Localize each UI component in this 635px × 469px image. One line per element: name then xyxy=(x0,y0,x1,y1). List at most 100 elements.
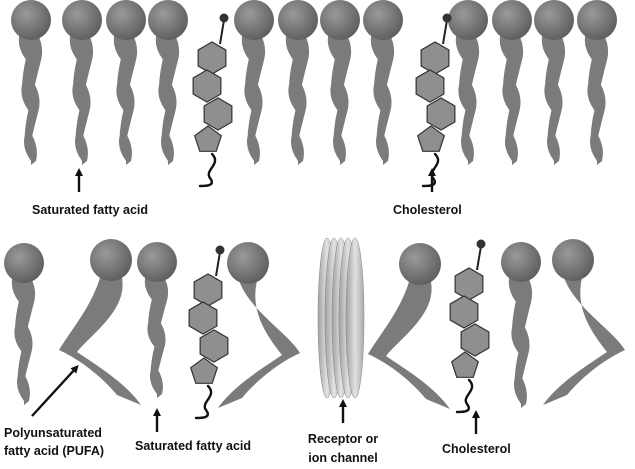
channel-helix xyxy=(345,237,365,399)
label-bottom-saturated-fatty-acid: Saturated fatty acid xyxy=(135,439,252,453)
lipid-tail xyxy=(218,277,300,408)
saturated-lipid xyxy=(4,243,44,405)
lipid-head xyxy=(320,0,360,40)
steroid-ring xyxy=(460,323,490,357)
lipid-tail xyxy=(455,34,480,165)
saturated-lipid xyxy=(363,0,403,165)
label-pufa-line1: Polyunsaturated xyxy=(4,426,102,440)
steroid-ring xyxy=(454,267,484,301)
molecule-layer xyxy=(4,0,625,420)
lipid-head xyxy=(399,243,441,285)
saturated-lipid xyxy=(62,0,102,165)
arrow-layer xyxy=(31,168,480,434)
steroid-ring xyxy=(197,41,227,75)
lipid-tail xyxy=(327,34,352,165)
lipid-tail xyxy=(113,34,138,165)
steroid-ring xyxy=(188,301,218,335)
saturated-lipid xyxy=(278,0,318,165)
hydroxyl-stalk xyxy=(476,245,482,271)
label-receptor-line1: Receptor or xyxy=(307,432,379,446)
pentane-ring xyxy=(193,125,223,152)
hydroxyl-stalk xyxy=(442,19,448,45)
lipid-tail xyxy=(368,278,450,409)
lipid-tail xyxy=(18,34,43,165)
label-pufa-line2: fatty acid (PUFA) xyxy=(4,444,105,458)
lipid-head xyxy=(552,239,594,281)
lipid-tail xyxy=(155,34,180,165)
saturated-lipid xyxy=(577,0,617,165)
lipid-tail xyxy=(59,274,141,405)
cholesterol-molecule xyxy=(449,239,490,414)
lipid-head xyxy=(106,0,146,40)
lipid-head xyxy=(62,0,102,40)
cholesterol-molecule xyxy=(415,13,456,188)
saturated-lipid xyxy=(501,242,541,408)
lipid-tail xyxy=(69,34,94,165)
hydrocarbon-tail xyxy=(198,152,217,188)
lipid-head xyxy=(4,243,44,283)
lipid-tail xyxy=(543,274,625,405)
label-top-saturated-fatty-acid: Saturated fatty acid xyxy=(32,203,149,217)
lipid-tail xyxy=(11,277,36,405)
hydrocarbon-tail xyxy=(421,152,440,188)
lipid-head xyxy=(577,0,617,40)
saturated-lipid xyxy=(320,0,360,165)
lipid-head xyxy=(492,0,532,40)
lipid-head xyxy=(448,0,488,40)
steroid-ring xyxy=(193,273,223,307)
label-receptor-line2: ion channel xyxy=(308,451,378,465)
receptor-ion-channel xyxy=(317,237,365,399)
hydroxyl-group xyxy=(442,13,452,23)
lipid-head xyxy=(137,242,177,282)
hydroxyl-group xyxy=(476,239,486,249)
lipid-head xyxy=(227,242,269,284)
steroid-ring xyxy=(203,97,233,131)
hydroxyl-stalk xyxy=(219,19,225,45)
saturated-lipid xyxy=(148,0,188,165)
steroid-ring xyxy=(420,41,450,75)
steroid-ring xyxy=(415,69,445,103)
hydroxyl-group xyxy=(215,245,225,255)
saturated-lipid xyxy=(137,242,177,398)
pufa-lipid xyxy=(59,239,141,405)
lipid-tail xyxy=(499,34,524,165)
steroid-ring xyxy=(192,69,222,103)
pentane-ring xyxy=(450,351,480,378)
hydrocarbon-tail xyxy=(194,384,213,420)
saturated-lipid xyxy=(448,0,488,165)
lipid-head xyxy=(90,239,132,281)
pufa-lipid xyxy=(543,239,625,405)
saturated-lipid xyxy=(492,0,532,165)
lipid-tail xyxy=(144,276,169,398)
cholesterol-molecule xyxy=(188,245,229,420)
lipid-head xyxy=(534,0,574,40)
lipid-tail xyxy=(508,276,533,408)
label-top-cholesterol: Cholesterol xyxy=(393,203,462,217)
arrow-pufa xyxy=(31,365,79,417)
saturated-lipid xyxy=(534,0,574,165)
steroid-ring xyxy=(449,295,479,329)
lipid-tail xyxy=(241,34,266,165)
saturated-lipid xyxy=(234,0,274,165)
saturated-lipid xyxy=(11,0,51,165)
lipid-tail xyxy=(541,34,566,165)
pentane-ring xyxy=(416,125,446,152)
lipid-tail xyxy=(370,34,395,165)
hydrocarbon-tail xyxy=(455,378,474,414)
saturated-lipid xyxy=(106,0,146,165)
lipid-head xyxy=(363,0,403,40)
steroid-ring xyxy=(199,329,229,363)
steroid-ring xyxy=(426,97,456,131)
label-bottom-cholesterol: Cholesterol xyxy=(442,442,511,456)
hydroxyl-stalk xyxy=(215,251,221,277)
cholesterol-molecule xyxy=(192,13,233,188)
lipid-head xyxy=(11,0,51,40)
hydroxyl-group xyxy=(219,13,229,23)
pufa-lipid xyxy=(368,243,450,409)
lipid-head xyxy=(148,0,188,40)
lipid-head xyxy=(278,0,318,40)
lipid-tail xyxy=(285,34,310,165)
lipid-head xyxy=(501,242,541,282)
lipid-head xyxy=(234,0,274,40)
